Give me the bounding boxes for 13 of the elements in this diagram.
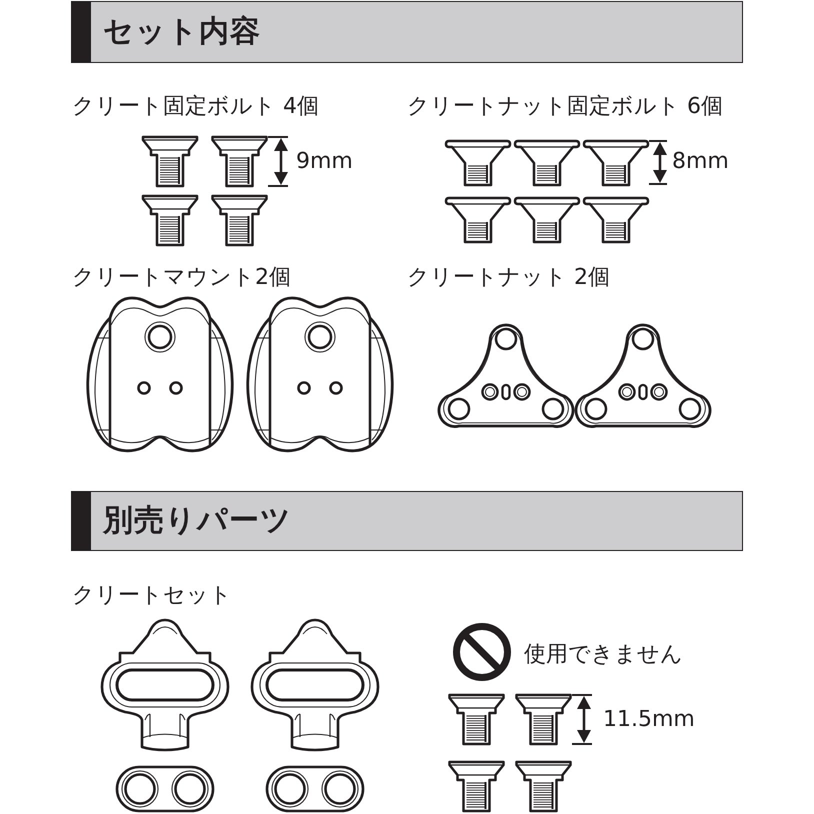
part-name-label: クリート固定ボルト 4個 xyxy=(72,94,319,120)
part-name-label: クリートマウント2個 xyxy=(72,264,291,292)
section-heading: セット内容 xyxy=(103,14,261,50)
dimension-label: 11.5mm xyxy=(603,706,695,734)
part-name-label: クリートセット xyxy=(72,582,232,610)
section-heading: 別売りパーツ xyxy=(103,503,292,539)
dimension-label: 8mm xyxy=(672,148,729,176)
section-header-band xyxy=(71,491,743,551)
note-text: 使用できません xyxy=(524,642,683,668)
part-name-label: クリートナット固定ボルト 6個 xyxy=(407,94,723,120)
part-name-label: クリートナット 2個 xyxy=(407,264,610,292)
section-header-band xyxy=(71,1,743,63)
dimension-label: 9mm xyxy=(296,148,353,176)
